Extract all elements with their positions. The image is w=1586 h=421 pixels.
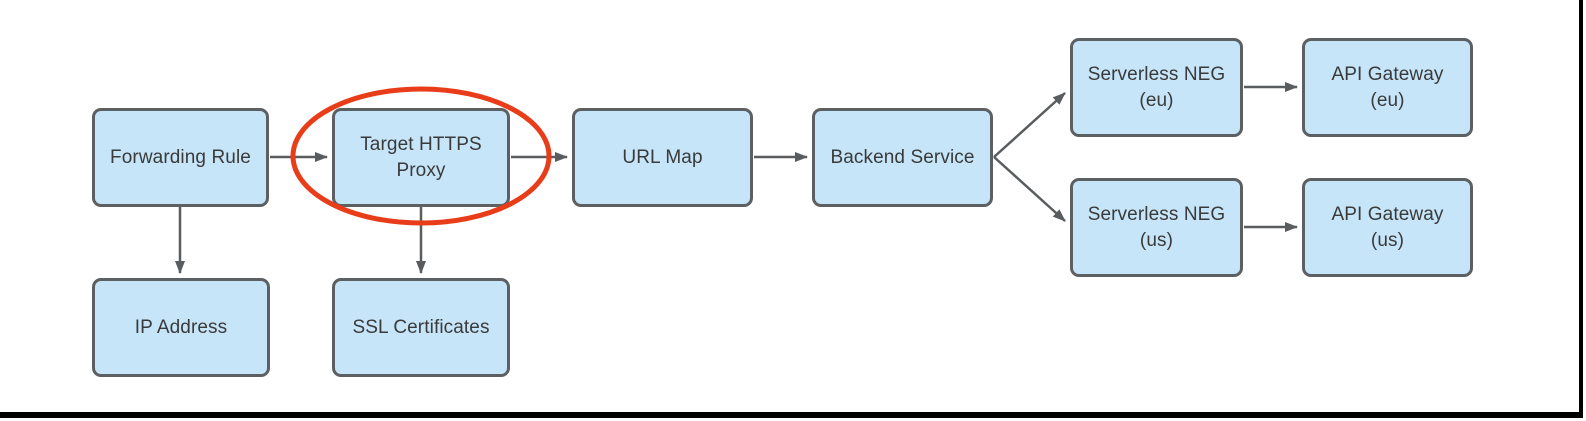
forwarding-rule-node: Forwarding Rule bbox=[92, 108, 269, 207]
api-gateway-us-label: API Gateway (us) bbox=[1331, 204, 1444, 251]
ssl-certificates-node: SSL Certificates bbox=[332, 278, 510, 377]
page-frame-bottom-edge bbox=[0, 412, 1583, 418]
api-gateway-eu-label: API Gateway (eu) bbox=[1331, 64, 1444, 111]
target-https-proxy-node: Target HTTPS Proxy bbox=[332, 108, 510, 207]
edge-backend-service-to-serverless-neg-eu bbox=[993, 92, 1066, 158]
serverless-neg-us-node: Serverless NEG (us) bbox=[1070, 178, 1243, 277]
url-map-label: URL Map bbox=[622, 146, 703, 168]
url-map-node: URL Map bbox=[572, 108, 753, 207]
ip-address-node: IP Address bbox=[92, 278, 270, 377]
backend-service-label: Backend Service bbox=[830, 146, 975, 168]
api-gateway-eu-node: API Gateway (eu) bbox=[1302, 38, 1473, 137]
serverless-neg-us-label: Serverless NEG (us) bbox=[1087, 204, 1226, 251]
serverless-neg-eu-label: Serverless NEG (eu) bbox=[1087, 64, 1226, 111]
forwarding-rule-label: Forwarding Rule bbox=[110, 146, 251, 168]
page-frame-right-edge bbox=[1579, 0, 1583, 417]
ssl-certificates-label: SSL Certificates bbox=[352, 316, 490, 338]
serverless-neg-eu-node: Serverless NEG (eu) bbox=[1070, 38, 1243, 137]
backend-service-node: Backend Service bbox=[812, 108, 993, 207]
target-https-proxy-label: Target HTTPS Proxy bbox=[360, 134, 482, 181]
edge-backend-service-to-serverless-neg-us bbox=[993, 156, 1066, 222]
api-gateway-us-node: API Gateway (us) bbox=[1302, 178, 1473, 277]
ip-address-label: IP Address bbox=[134, 316, 228, 338]
